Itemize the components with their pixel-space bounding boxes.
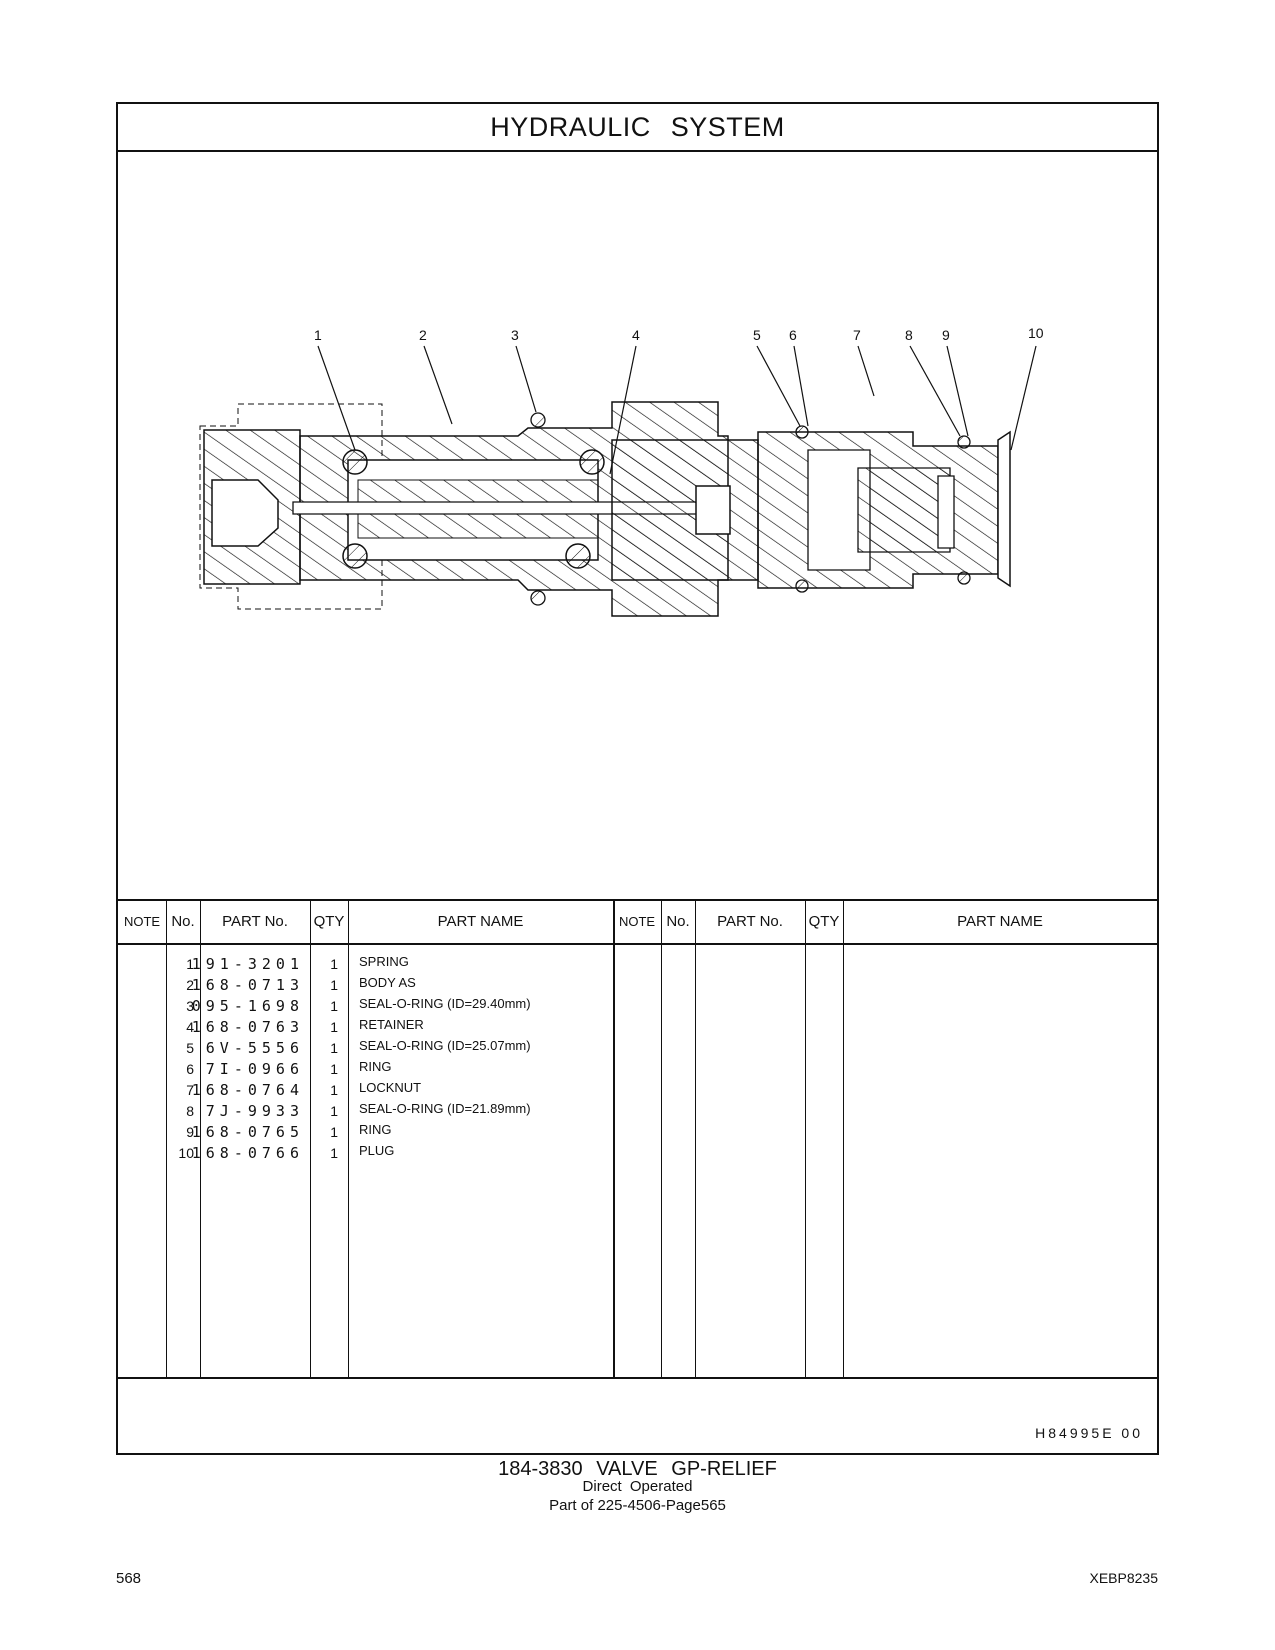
col-divider (613, 899, 615, 1379)
col-header-no-2: No. (666, 913, 690, 930)
callout-10: 10 (1028, 325, 1044, 341)
col-divider (200, 899, 201, 1379)
parts-table: NOTE No. PART No. QTY PART NAME NOTE No.… (118, 899, 1157, 1379)
parts-page-frame: HYDRAULIC SYSTEM (116, 102, 1159, 1455)
col-divider (843, 899, 844, 1379)
col-divider (348, 899, 349, 1379)
col-divider (695, 899, 696, 1379)
col-header-note: NOTE (123, 914, 161, 929)
group-subcaption: Direct Operated (582, 1478, 693, 1495)
col-header-qty: QTY (313, 913, 345, 930)
exploded-view-drawing: 1 2 3 4 5 6 7 8 9 10 (118, 150, 1157, 899)
page-number: 568 (116, 1570, 142, 1587)
col-header-note-2: NOTE (618, 914, 656, 929)
document-id: XEBP8235 (1089, 1570, 1159, 1586)
group-parent-reference: Part of 225-4506-Page565 (549, 1497, 726, 1514)
page-title: HYDRAULIC SYSTEM (118, 104, 1157, 152)
callout-5: 5 (753, 327, 761, 343)
col-header-qty-2: QTY (808, 913, 840, 930)
group-caption: 184-3830 VALVE GP-RELIEF (498, 1458, 777, 1480)
col-divider (310, 899, 311, 1379)
col-header-part-name: PART NAME (437, 913, 524, 930)
col-header-part-name-2: PART NAME (957, 913, 1043, 930)
drawing-reference-code: H84995E 00 (1035, 1425, 1143, 1441)
col-divider (805, 899, 806, 1379)
col-divider (166, 899, 167, 1379)
callout-3: 3 (511, 327, 519, 343)
valve-cross-section-diagram: 1 2 3 4 5 6 7 8 9 10 (199, 325, 1044, 617)
callout-8: 8 (905, 327, 913, 343)
table-bottom-rule (118, 1377, 1157, 1379)
col-divider (661, 899, 662, 1379)
col-header-no: No. (171, 913, 195, 930)
table-header-row (118, 899, 1157, 945)
callout-4: 4 (632, 327, 640, 343)
callout-2: 2 (419, 327, 427, 343)
callout-7: 7 (853, 327, 861, 343)
col-header-part-no-2: PART No. (717, 913, 783, 930)
callout-6: 6 (789, 327, 797, 343)
callout-9: 9 (942, 327, 950, 343)
col-header-part-no: PART No. (222, 913, 288, 930)
callout-1: 1 (314, 327, 322, 343)
